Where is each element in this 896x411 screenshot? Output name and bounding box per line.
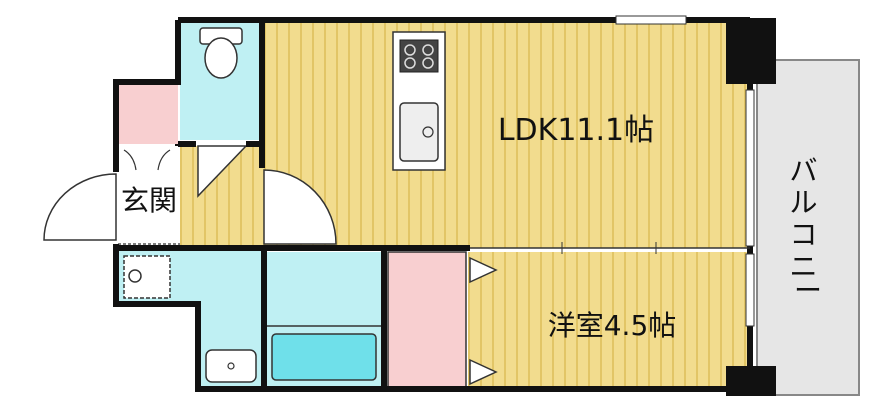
washbasin-icon xyxy=(205,349,257,383)
shoe-cabinet-door-icon xyxy=(123,149,171,171)
window xyxy=(745,253,755,327)
closet-door-icon xyxy=(469,256,498,284)
ldk-door-icon xyxy=(263,169,337,245)
stove-icon xyxy=(399,39,439,73)
closet-door-icon xyxy=(469,358,498,386)
western-room-label: 洋室4.5帖 xyxy=(548,309,677,342)
closet xyxy=(387,251,467,388)
bathroom xyxy=(266,252,382,387)
toilet-icon xyxy=(204,37,238,79)
entrance-label: 玄関 xyxy=(121,184,177,217)
toilet-door-icon xyxy=(197,145,248,198)
entrance-door-icon xyxy=(43,173,117,241)
balcony-char: ル xyxy=(790,186,818,219)
balcony-char: ー xyxy=(794,274,822,307)
window xyxy=(745,89,755,247)
window xyxy=(615,15,687,25)
ldk-room: LDK11.1帖 xyxy=(262,22,750,248)
washing-machine-icon xyxy=(123,255,171,299)
washroom xyxy=(118,250,290,387)
balcony: バ ル コ ニ ー xyxy=(756,59,860,396)
column xyxy=(726,18,776,84)
shoe-storage xyxy=(118,84,178,144)
sink-icon xyxy=(399,102,439,162)
balcony-char: バ xyxy=(790,154,818,187)
ldk-label: LDK11.1帖 xyxy=(498,113,654,148)
balcony-char: ニ xyxy=(790,250,818,283)
western-room: 洋室4.5帖 xyxy=(468,252,750,387)
toilet-room xyxy=(180,22,260,140)
entrance: 玄関 xyxy=(118,146,262,246)
bathtub-icon xyxy=(271,333,377,381)
kitchen-counter xyxy=(392,31,446,171)
column xyxy=(726,366,776,396)
balcony-label: バ ル コ ニ ー xyxy=(790,154,827,307)
balcony-char: コ xyxy=(790,218,818,251)
